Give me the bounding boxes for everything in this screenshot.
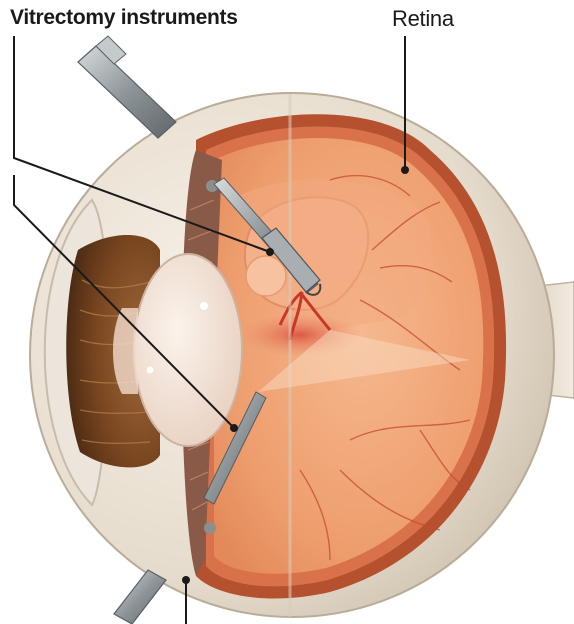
lens-highlight-2 xyxy=(147,367,154,374)
vitrectomy-instrument-bottom xyxy=(114,570,166,624)
vitrectomy-instruments-label: Vitrectomy instruments xyxy=(10,6,238,30)
macula-bulge xyxy=(246,256,286,296)
port-bottom xyxy=(204,522,216,534)
vitrectomy-instrument-top xyxy=(78,36,176,138)
retina-label: Retina xyxy=(392,6,454,32)
lens xyxy=(134,254,242,446)
lens-highlight xyxy=(200,302,208,310)
